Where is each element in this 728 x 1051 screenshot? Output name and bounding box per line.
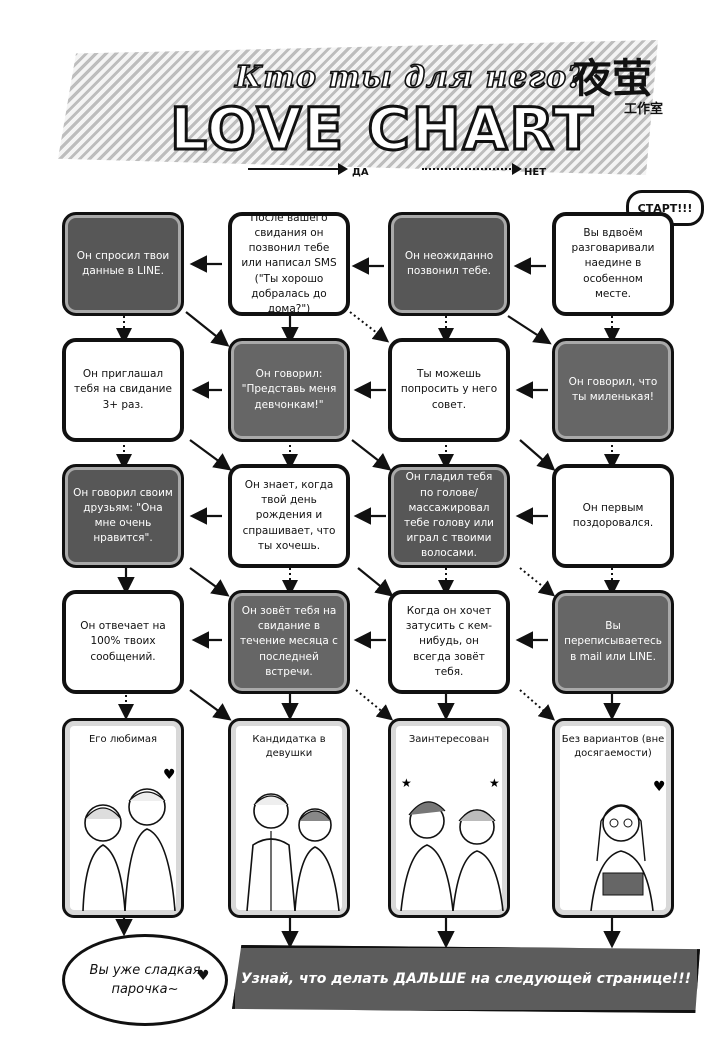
node-talked-alone: Вы вдвоём разговаривали наедине в особен… [552,212,674,316]
heart-icon: ♥ [197,968,210,984]
node-told-friends: Он говорил своим друзьям: "Она мне очень… [62,464,184,568]
node-called-cute: Он говорил, что ты миленькая! [552,338,674,442]
studio-logo: 夜萤 工作室 [572,40,672,117]
legend-no-label: НЕТ [524,167,547,178]
chart-title: LOVE CHART [169,94,595,165]
svg-text:♥: ♥ [653,779,666,795]
result-interested: Заинтересован ★ ★ [388,718,510,918]
node-ask-advice: Ты можешь попросить у него совет. [388,338,510,442]
next-page-banner: Узнай, что делать ДАЛЬШЕ на следующей ст… [232,945,700,1013]
node-called-after-date: После вашего свидания он позвонил тебе и… [228,212,350,316]
result-interested-label: Заинтересован [408,734,490,745]
legend-yes-line [248,168,340,170]
logo-big-text: 夜萤 [572,55,652,102]
result-candidate-label: Кандидатка в девушки [252,734,326,759]
couple-illustration-2 [246,793,340,911]
girl-illustration: ♥ [590,779,666,911]
result-candidate: Кандидатка в девушки [228,718,350,918]
svg-text:♥: ♥ [163,767,176,783]
node-knows-birthday: Он знает, когда твой день рождения и спр… [228,464,350,568]
header-banner [58,40,658,175]
legend-no-line [422,168,514,170]
node-text-mail-line: Вы переписываетесь в mail или LINE. [552,590,674,694]
logo-small-text: 工作室 [624,102,664,117]
result-no-chance-label: Без вариантов (вне досягаемости) [561,734,665,759]
svg-text:★: ★ [489,776,500,790]
node-unexpected-call: Он неожиданно позвонил тебе. [388,212,510,316]
chart-subtitle: Кто ты для него? [234,59,586,96]
result-beloved-label: Его любимая [88,734,158,745]
node-replies-100: Он отвечает на 100% твоих сообщений. [62,590,184,694]
legend-yes-arrow-icon [338,163,348,175]
svg-text:★: ★ [401,776,412,790]
node-date-within-month: Он зовёт тебя на свидание в течение меся… [228,590,350,694]
legend-yes-label: ДА [352,167,369,178]
result-beloved: Его любимая ♥ [62,718,184,918]
node-asked-line: Он спросил твои данные в LINE. [62,212,184,316]
couple-illustration: ♥ [82,767,176,911]
result-no-chance: Без вариантов (вне досягаемости) ♥ [552,718,674,918]
node-touched-hair: Он гладил тебя по голове/массажировал те… [388,464,510,568]
node-hangout-invite: Когда он хочет затусить с кем-нибудь, он… [388,590,510,694]
legend-no-arrow-icon [512,163,522,175]
node-greeted-first: Он первым поздоровался. [552,464,674,568]
pair-illustration: ★ ★ [400,776,504,911]
arrow-r1c1-r2c2 [185,311,230,347]
sweet-couple-bubble: Вы уже сладкая парочка~ [62,934,228,1026]
node-introduce-girls: Он говорил: "Представь меня девчонкам!" [228,338,350,442]
node-invited-3-times: Он приглашал тебя на свидание 3+ раз. [62,338,184,442]
